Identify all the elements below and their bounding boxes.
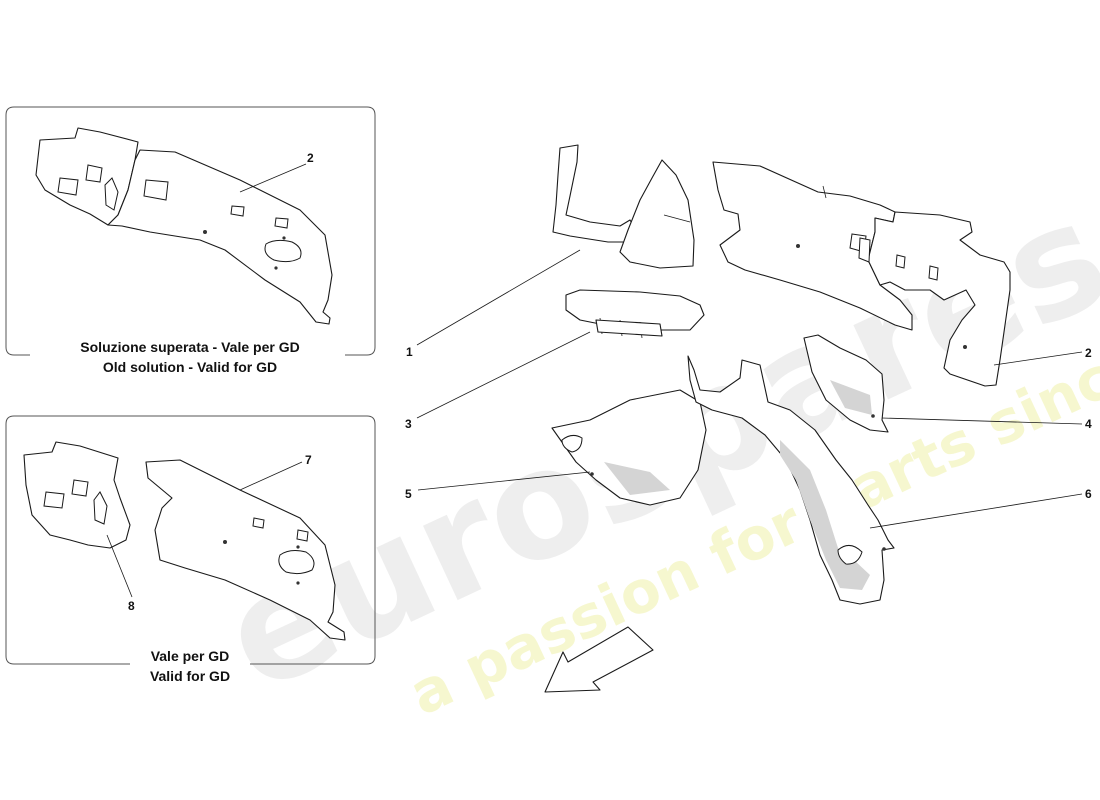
callout-gd-7: 7 [305,453,312,467]
part-3-insulation [565,289,705,339]
leader-gd-7 [239,461,303,491]
leader-5 [417,471,591,491]
callout-gd-8: 8 [128,599,135,613]
gd-panel: Vale per GD Valid for GD 8 7 [5,415,376,684]
front-direction-arrow [544,626,654,693]
callout-1: 1 [406,345,413,359]
callout-old-2: 2 [307,151,314,165]
leader-3 [416,331,591,419]
callout-3: 3 [405,417,412,431]
old-solution-panel: Soluzione superata - Vale per GD Old sol… [5,106,376,375]
part-5-insulation [551,389,707,506]
gd-caption-line2: Valid for GD [150,668,230,684]
leader-gd-8 [106,534,133,598]
insulation-piece-7 [145,459,346,641]
callout-6: 6 [1085,487,1092,501]
part-1-insulation [552,144,695,269]
leader-old-2 [239,163,307,193]
old-solution-panel-frame [5,106,376,356]
main-diagram: 1 2 3 4 [405,144,1092,693]
old-solution-caption-line2: Old solution - Valid for GD [103,359,277,375]
leader-4 [881,417,1083,425]
part-2-bulkhead-insulation [712,161,1011,387]
callout-4: 4 [1085,417,1092,431]
part-4-insulation [803,334,889,433]
bulkhead-insulation-old [35,127,333,325]
leader-2 [993,351,1083,366]
part-6-tunnel-insulation [687,355,895,605]
gd-caption-line1: Vale per GD [151,648,230,664]
gd-panel-frame [5,415,376,665]
insulation-piece-8 [23,441,131,549]
callout-5: 5 [405,487,412,501]
leader-1 [416,249,581,346]
old-solution-caption-line1: Soluzione superata - Vale per GD [80,339,299,355]
callout-2: 2 [1085,346,1092,360]
leader-6 [869,493,1083,529]
